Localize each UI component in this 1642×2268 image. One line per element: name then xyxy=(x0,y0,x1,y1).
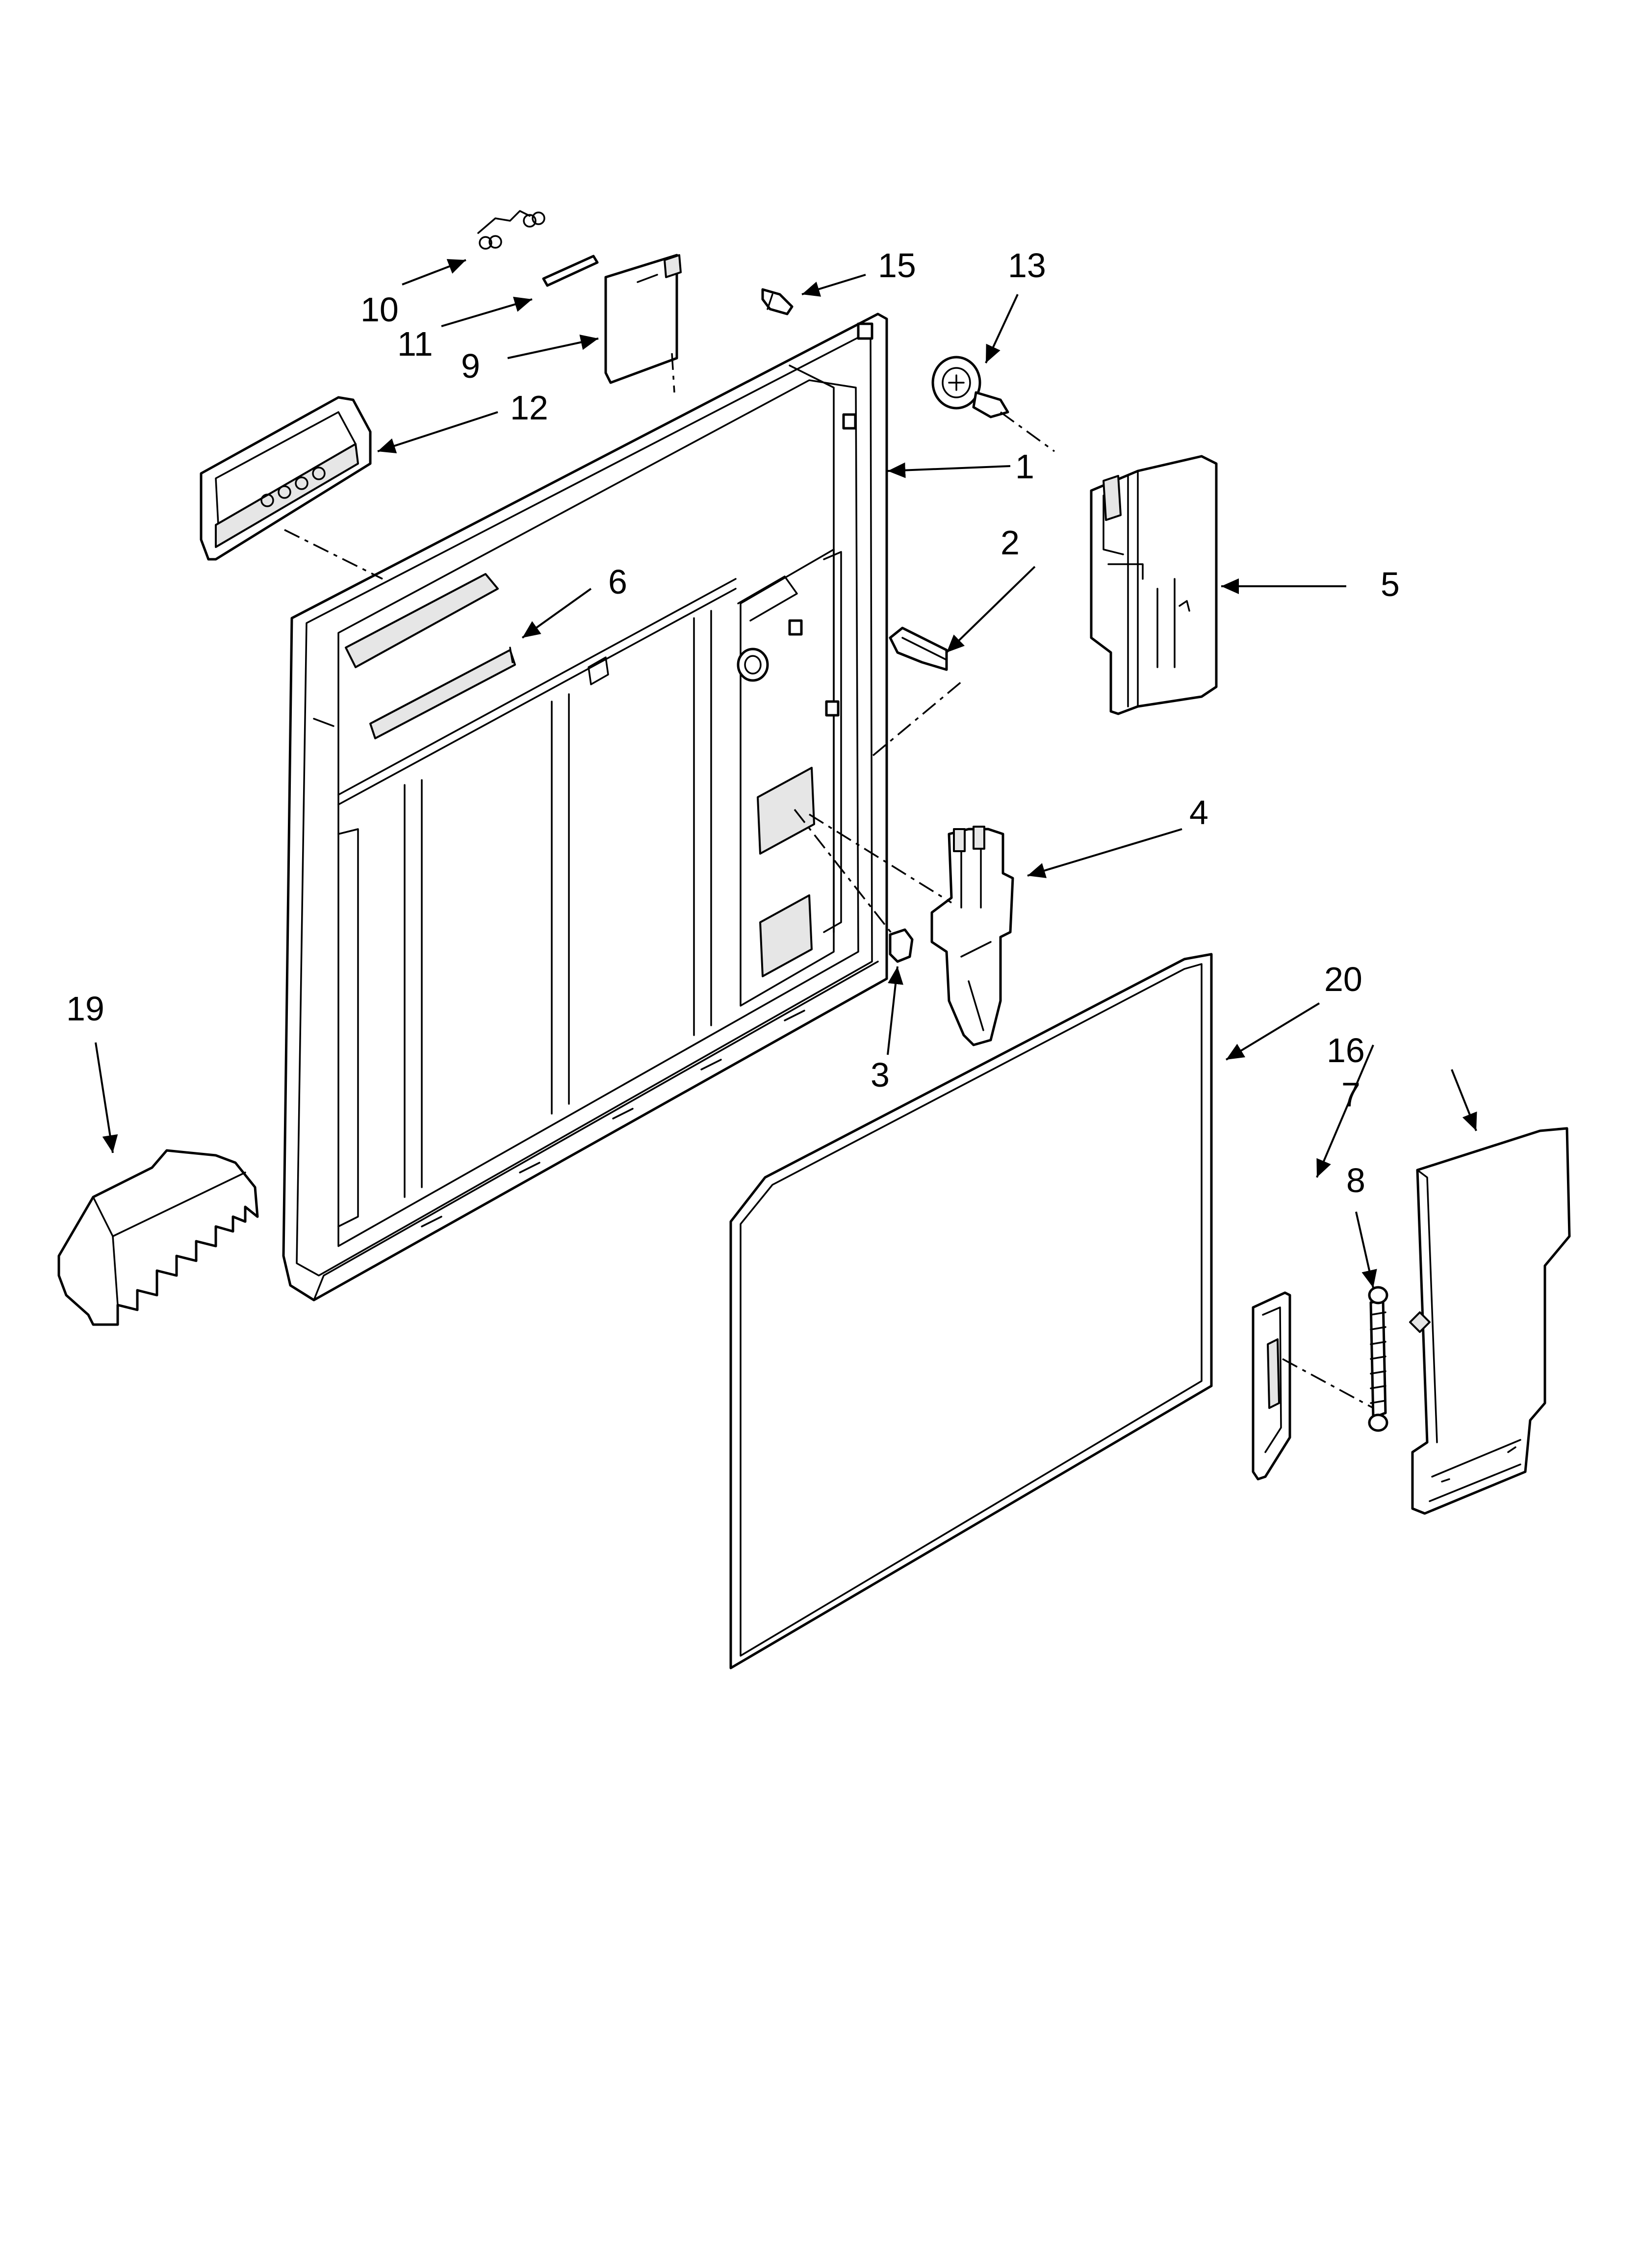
inner-door-panel xyxy=(282,313,888,1302)
callout-labels: 1 2 3 4 5 6 7 8 9 10 11 12 13 15 16 19 2… xyxy=(66,246,1400,1199)
callout-3: 3 xyxy=(871,1056,890,1094)
part-20-outer-panel xyxy=(729,953,1213,1669)
part-11-pin xyxy=(542,255,599,287)
part-7-bracket xyxy=(1252,1291,1291,1481)
callout-13: 13 xyxy=(1008,246,1046,285)
callout-20: 20 xyxy=(1324,960,1362,998)
part-5-switch-housing xyxy=(1090,455,1218,715)
callout-19: 19 xyxy=(66,990,104,1028)
part-4-latch-bracket xyxy=(930,826,1014,1046)
callout-2: 2 xyxy=(1001,523,1020,562)
part-19-foot xyxy=(57,1149,259,1326)
part-15-screw xyxy=(761,288,794,315)
callout-4: 4 xyxy=(1189,793,1208,832)
callout-9: 9 xyxy=(461,347,480,385)
callout-16: 16 xyxy=(1327,1031,1365,1069)
callout-5: 5 xyxy=(1381,565,1400,603)
part-2-clip xyxy=(889,626,948,671)
part-9-cover xyxy=(604,254,682,384)
callout-1: 1 xyxy=(1015,447,1034,486)
part-16-side-panel xyxy=(1409,1127,1571,1515)
part-10-spring xyxy=(477,210,545,250)
callout-11: 11 xyxy=(397,325,433,363)
part-12-handle xyxy=(200,396,372,561)
callout-7: 7 xyxy=(1341,1075,1360,1114)
callout-8: 8 xyxy=(1346,1161,1365,1199)
part-8-spring xyxy=(1368,1286,1388,1432)
part-6-bar xyxy=(509,647,513,663)
part-13-knob xyxy=(931,356,1009,418)
callout-15: 15 xyxy=(878,246,916,285)
callout-leaders xyxy=(95,259,1477,1288)
assembly-lines xyxy=(284,353,1374,1409)
callout-10: 10 xyxy=(360,290,399,329)
part-3-knob xyxy=(889,928,914,963)
callout-6: 6 xyxy=(608,563,627,601)
callout-12: 12 xyxy=(510,389,548,427)
